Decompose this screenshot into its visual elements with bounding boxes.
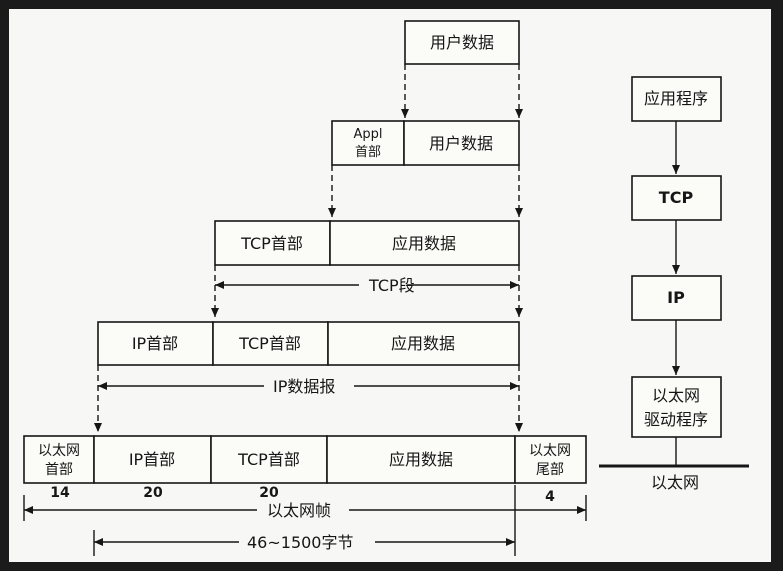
tcp-segment-label: TCP段 [368, 276, 415, 295]
stack-driver-line1: 以太网 [652, 386, 700, 405]
size-eth-header: 14 [50, 485, 70, 501]
row2-user-data-box [403, 120, 520, 166]
row5-eth-header-line1: 以太网 [38, 443, 80, 459]
row4-tcp-header-label: TCP首部 [238, 334, 301, 353]
stack-tcp-box [631, 175, 722, 221]
row5-tcp-header-label: TCP首部 [237, 450, 300, 469]
stack-ip-label: IP [667, 288, 685, 307]
size-eth-trailer: 4 [545, 489, 555, 505]
row5-eth-header-line2: 首部 [45, 462, 73, 478]
row1-user-data-label: 用户数据 [430, 33, 494, 52]
stack-driver-box [631, 376, 722, 438]
encapsulation-diagram: 用户数据 Appl 首部 用户数据 TCP首部 应用数据 TCP段 IP首部 T… [23, 20, 749, 556]
row2-appl-header-line1: Appl [353, 127, 382, 142]
row4-app-data-label: 应用数据 [391, 334, 455, 353]
stack-tcp-label: TCP [659, 188, 694, 207]
row5-app-data-box [326, 435, 516, 484]
row5-eth-trailer-line2: 尾部 [536, 462, 564, 478]
row3-tcp-header-box [214, 220, 331, 266]
size-tcp-header: 20 [259, 485, 279, 501]
stack-network-label: 以太网 [651, 473, 699, 492]
stack-driver-line2: 驱动程序 [644, 410, 708, 429]
row5-eth-trailer-line1: 以太网 [529, 443, 571, 459]
ip-datagram-label: IP数据报 [273, 377, 335, 396]
diagram-frame: 用户数据 Appl 首部 用户数据 TCP首部 应用数据 TCP段 IP首部 T… [9, 9, 771, 562]
row4-app-data-box [327, 321, 520, 366]
row4-ip-header-label: IP首部 [132, 334, 178, 353]
row5-eth-trailer-box [514, 435, 587, 484]
stack-application-label: 应用程序 [644, 89, 708, 108]
payload-label: 46~1500字节 [247, 533, 354, 552]
row3-app-data-box [329, 220, 520, 266]
row3-tcp-header-label: TCP首部 [240, 234, 303, 253]
frame-label: 以太网帧 [267, 501, 331, 520]
row1-user-data-box [404, 20, 520, 65]
row5-app-data-label: 应用数据 [389, 450, 453, 469]
row2-user-data-label: 用户数据 [429, 134, 493, 153]
row5-ip-header-box [93, 435, 212, 484]
row5-ip-header-label: IP首部 [129, 450, 175, 469]
row3-app-data-label: 应用数据 [392, 234, 456, 253]
row2-appl-header-line2: 首部 [355, 145, 381, 160]
size-ip-header: 20 [143, 485, 163, 501]
stack-ip-box [631, 275, 722, 321]
stack-application-box [631, 76, 722, 122]
